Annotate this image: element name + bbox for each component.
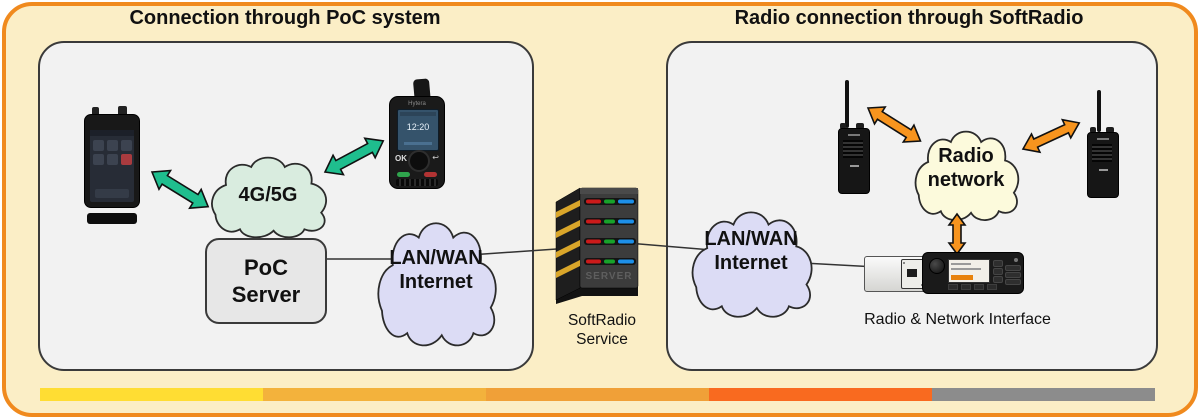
call-key-green <box>397 172 410 177</box>
radio-screen: 12:20 <box>397 109 439 151</box>
poc-pocket-radio: Hytera 12:20 OK ↩ <box>389 78 445 189</box>
server-tower: SERVER <box>555 187 639 304</box>
front-key-row <box>948 284 997 290</box>
app-tile <box>107 154 118 165</box>
radio-knob-icon <box>840 123 846 129</box>
cloud-lanwan-right-line2: Internet <box>714 252 788 274</box>
handset-base <box>87 213 137 224</box>
radio-button <box>993 276 1003 283</box>
brand-label-stripe <box>1097 138 1109 140</box>
radio-knob-icon <box>1090 127 1096 133</box>
radio-key <box>987 284 997 290</box>
dmr-portable-radio <box>836 80 872 195</box>
mobile-radio-screen <box>948 259 990 283</box>
cloud-radio-network-label: Radio network <box>903 144 1029 192</box>
screen-text-line <box>951 263 971 265</box>
green-double-arrow <box>150 169 210 210</box>
speaker-grille-icon <box>1092 144 1112 162</box>
right-panel-title: Radio connection through SoftRadio <box>734 7 1084 29</box>
poc-server-box: PoC Server <box>205 238 327 324</box>
server-front-label: SERVER <box>586 271 633 282</box>
screw-icon <box>903 262 905 264</box>
radio-body <box>838 128 870 194</box>
handset-body <box>84 114 140 224</box>
radio-body: Hytera 12:20 OK ↩ <box>389 96 445 189</box>
app-tile <box>107 140 118 151</box>
footer-stripe-segment <box>709 388 932 401</box>
handset-screen <box>90 130 134 202</box>
radio-button <box>1005 265 1021 271</box>
speaker-grille-icon <box>396 179 438 186</box>
orange-double-arrow <box>866 106 922 143</box>
app-tile <box>121 140 132 151</box>
radio-knob-icon <box>1106 127 1114 133</box>
speaker-grille-icon <box>843 140 863 158</box>
app-tile <box>93 154 104 165</box>
app-tile <box>93 140 104 151</box>
cloud-4g5g-label: 4G/5G <box>238 184 298 206</box>
poc-server-line1: PoC <box>244 254 288 280</box>
footer-stripe-segment <box>40 388 263 401</box>
radio-key <box>948 284 958 290</box>
antenna-knob-icon <box>92 107 99 116</box>
footer-stripe-segment <box>486 388 709 401</box>
status-bar <box>90 130 134 136</box>
whip-antenna-icon <box>845 80 849 128</box>
ok-button: OK <box>395 154 407 163</box>
antenna-knob-icon <box>118 106 127 116</box>
footer-stripe-segment <box>263 388 486 401</box>
radio-body <box>1087 132 1119 198</box>
dmr-portable-radio <box>1084 90 1120 200</box>
brand-label-stripe <box>848 134 860 136</box>
cloud-lanwan-right-line1: LAN/WAN <box>704 228 798 250</box>
interface-caption: Radio & Network Interface <box>864 311 1051 328</box>
radio-button <box>993 260 1003 267</box>
mic-bar <box>95 189 129 198</box>
server-caption: SoftRadio Service <box>544 311 660 350</box>
footer-stripe-segment <box>932 388 1155 401</box>
radio-button <box>1005 272 1021 278</box>
cloud-radio-line1: Radio <box>938 145 994 167</box>
green-double-arrow <box>323 137 385 176</box>
server-caption-line1: SoftRadio <box>567 312 637 329</box>
dpad-icon <box>408 150 430 172</box>
radio-key <box>974 284 984 290</box>
radio-knob-icon <box>856 123 864 129</box>
screen-clock: 12:20 <box>406 122 430 132</box>
cloud-lanwan-left-line1: LAN/WAN <box>389 247 483 269</box>
screen-highlight-bar <box>951 275 973 280</box>
whip-antenna-icon <box>1097 90 1101 132</box>
orange-double-arrow <box>1021 118 1081 154</box>
screen-status-bar <box>400 112 436 116</box>
app-tile-red <box>121 154 132 165</box>
network-interface-box <box>864 256 928 292</box>
cloud-lanwan-left-line2: Internet <box>399 271 473 293</box>
screen-text-line <box>951 268 981 270</box>
app-grid <box>93 140 132 165</box>
interface-front-face <box>901 259 925 289</box>
radio-button <box>993 268 1003 275</box>
model-label-stripe <box>850 165 859 167</box>
model-label-stripe <box>1099 169 1108 171</box>
cloud-lanwan-right-label: LAN/WAN Internet <box>678 227 824 275</box>
call-key-red <box>424 172 437 177</box>
poc-touchscreen-handset <box>84 106 140 224</box>
left-panel-title: Connection through PoC system <box>129 7 441 29</box>
cloud-radio-line2: network <box>927 169 1005 191</box>
server-caption-line2: Service <box>576 331 628 349</box>
radio-key <box>961 284 971 290</box>
poc-server-line2: Server <box>231 282 301 307</box>
brand-logo-icon <box>1014 258 1018 262</box>
brand-label: Hytera <box>408 101 426 107</box>
mobile-radio <box>922 252 1024 294</box>
ethernet-port-icon <box>907 269 917 277</box>
return-button: ↩ <box>432 153 439 162</box>
radio-button <box>1005 279 1021 285</box>
volume-knob-icon <box>929 258 945 274</box>
screen-softkey-bar <box>404 142 432 145</box>
cloud-lanwan-left-label: LAN/WAN Internet <box>364 246 508 294</box>
